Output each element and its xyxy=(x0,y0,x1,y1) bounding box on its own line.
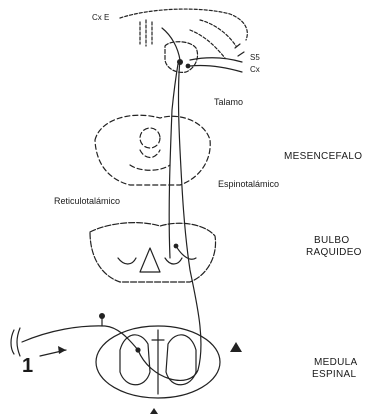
label-cortex-right-1: S5 xyxy=(250,54,260,62)
label-raquideo: RAQUIDEO xyxy=(306,248,362,258)
mesencephalon-section xyxy=(95,115,210,185)
spinal-cord-section xyxy=(96,326,220,398)
label-cortex-left: Cx E xyxy=(92,14,109,22)
reticulothalamic-branch xyxy=(176,246,196,259)
ganglion-cell-body xyxy=(99,313,105,319)
medulla-section xyxy=(90,223,216,282)
receptor-endings xyxy=(11,328,20,356)
bottom-marker-triangle xyxy=(150,408,158,414)
stimulus-arrowhead xyxy=(58,346,66,354)
synapse-dot-dorsal-horn xyxy=(135,347,140,352)
label-medula: MEDULA xyxy=(314,358,357,368)
synapse-dot-thalamus xyxy=(177,59,183,65)
synapse-dot-thalamus-2 xyxy=(186,64,191,69)
label-mesencefalo: MESENCEFALO xyxy=(284,152,362,162)
lateral-marker-triangle xyxy=(230,342,242,352)
cortex-outline xyxy=(120,9,247,58)
label-stimulus-number: 1 xyxy=(22,356,33,376)
label-bulbo: BULBO xyxy=(314,236,349,246)
label-talamo: Talamo xyxy=(214,98,243,107)
spinothalamic-tract-parallel xyxy=(169,64,178,258)
label-espinal: ESPINAL xyxy=(312,370,356,380)
label-cortex-right-2: Cx xyxy=(250,66,260,74)
label-espinotalamico: Espinotalámico xyxy=(218,180,279,189)
label-reticulotalamico: Reticulotalámico xyxy=(54,197,120,206)
synapse-dot-medulla xyxy=(174,244,179,249)
